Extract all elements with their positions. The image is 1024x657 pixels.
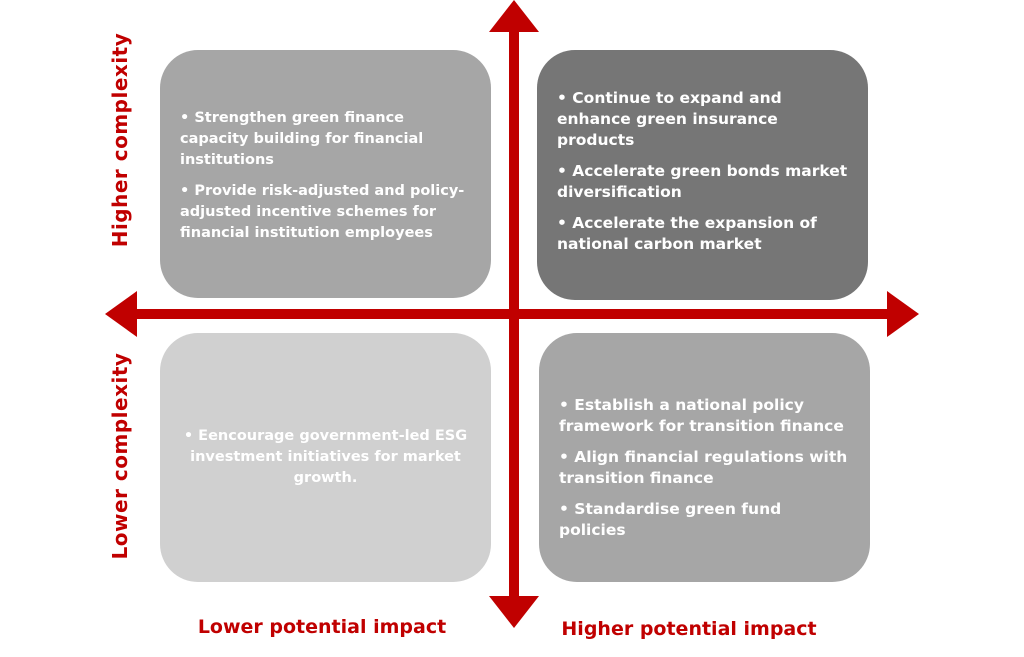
up-arrow-icon — [489, 0, 539, 32]
x-axis-label-high: Higher potential impact — [561, 618, 817, 640]
quadrant-lower-complexity-lower-impact: • Eencourage government-led ESG investme… — [160, 333, 491, 582]
quadrant-item: • Strengthen green finance capacity buil… — [180, 110, 424, 168]
down-arrow-icon — [489, 596, 539, 628]
y-axis-label-low: Lower complexity — [108, 352, 132, 560]
quadrant-item: • Accelerate the expansion of national c… — [557, 214, 817, 253]
horizontal-axis-shaft — [130, 309, 892, 319]
quadrant-item: • Continue to expand and enhance green i… — [557, 89, 782, 149]
quadrant-item: • Standardise green fund policies — [559, 500, 782, 539]
quadrant-lower-complexity-higher-impact: • Establish a national policy framework … — [539, 333, 870, 582]
quadrant-higher-complexity-higher-impact: • Continue to expand and enhance green i… — [537, 50, 868, 300]
right-arrow-icon — [887, 291, 919, 337]
quadrant-item: • Accelerate green bonds market diversif… — [557, 162, 848, 201]
quadrant-item: • Establish a national policy framework … — [559, 396, 844, 435]
quadrant-item: • Align financial regulations with trans… — [559, 448, 848, 487]
x-axis-label-low: Lower potential impact — [197, 616, 447, 638]
y-axis-label-high: Higher complexity — [108, 32, 132, 248]
quadrant-higher-complexity-lower-impact: • Strengthen green finance capacity buil… — [160, 50, 491, 298]
left-arrow-icon — [105, 291, 137, 337]
quadrant-item: • Eencourage government-led ESG investme… — [183, 428, 468, 486]
quadrant-item: • Provide risk-adjusted and policy-adjus… — [180, 183, 465, 241]
